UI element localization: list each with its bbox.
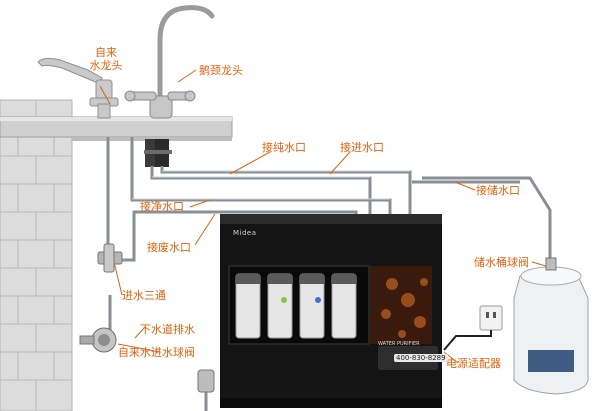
purifier-decor xyxy=(381,278,428,338)
label-storage-port: 接储水口 xyxy=(476,184,520,197)
power-adapter xyxy=(443,305,503,351)
label-inlet-valve: 自来水进水球阀 xyxy=(118,346,195,359)
tap-faucet xyxy=(37,57,119,119)
storage-tank xyxy=(513,257,589,395)
label-tee: 进水三通 xyxy=(122,289,166,302)
label-drain: 下水道排水 xyxy=(140,323,195,336)
filter-cartridges xyxy=(235,273,357,339)
faucet-base xyxy=(124,90,196,119)
label-pure-water-port: 接纯水口 xyxy=(262,141,306,154)
leader-lines xyxy=(99,69,547,364)
purifier-model-text: WATER PURIFIER xyxy=(378,341,420,347)
label-clean-water-port: 接净水口 xyxy=(140,200,184,213)
brick-wall xyxy=(0,99,73,411)
inlet-ball-valve xyxy=(79,327,117,353)
label-adapter: 电源适配器 xyxy=(446,357,501,370)
drain-clip xyxy=(197,369,215,393)
label-tank-valve: 储水桶球阀 xyxy=(474,256,529,269)
label-tap: 自来水龙头 xyxy=(89,46,123,72)
label-gooseneck: 鹅颈龙头 xyxy=(199,64,243,77)
purifier-hotline: 400-830-8289 xyxy=(394,354,448,362)
label-inlet-port: 接进水口 xyxy=(340,141,384,154)
pipes xyxy=(100,137,552,411)
faucet-fittings xyxy=(144,139,172,167)
purifier-unit xyxy=(220,214,442,408)
label-waste-port: 接废水口 xyxy=(147,241,191,254)
countertop xyxy=(0,116,233,141)
gooseneck-faucet xyxy=(157,5,215,103)
purifier-brand: Midea xyxy=(233,229,257,237)
pipes-highlight xyxy=(132,170,410,200)
inlet-tee xyxy=(97,243,123,273)
